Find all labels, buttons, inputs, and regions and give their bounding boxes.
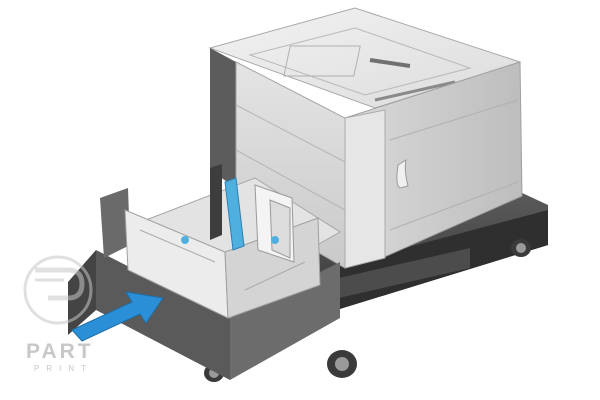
watermark-subtext: PRINT	[34, 364, 93, 373]
insert-arrow-icon	[71, 291, 164, 342]
paper-tray-drawer	[68, 164, 341, 380]
watermark-text: PART	[26, 340, 94, 363]
watermark-logo	[23, 255, 93, 325]
printer-cabinet	[208, 7, 523, 269]
